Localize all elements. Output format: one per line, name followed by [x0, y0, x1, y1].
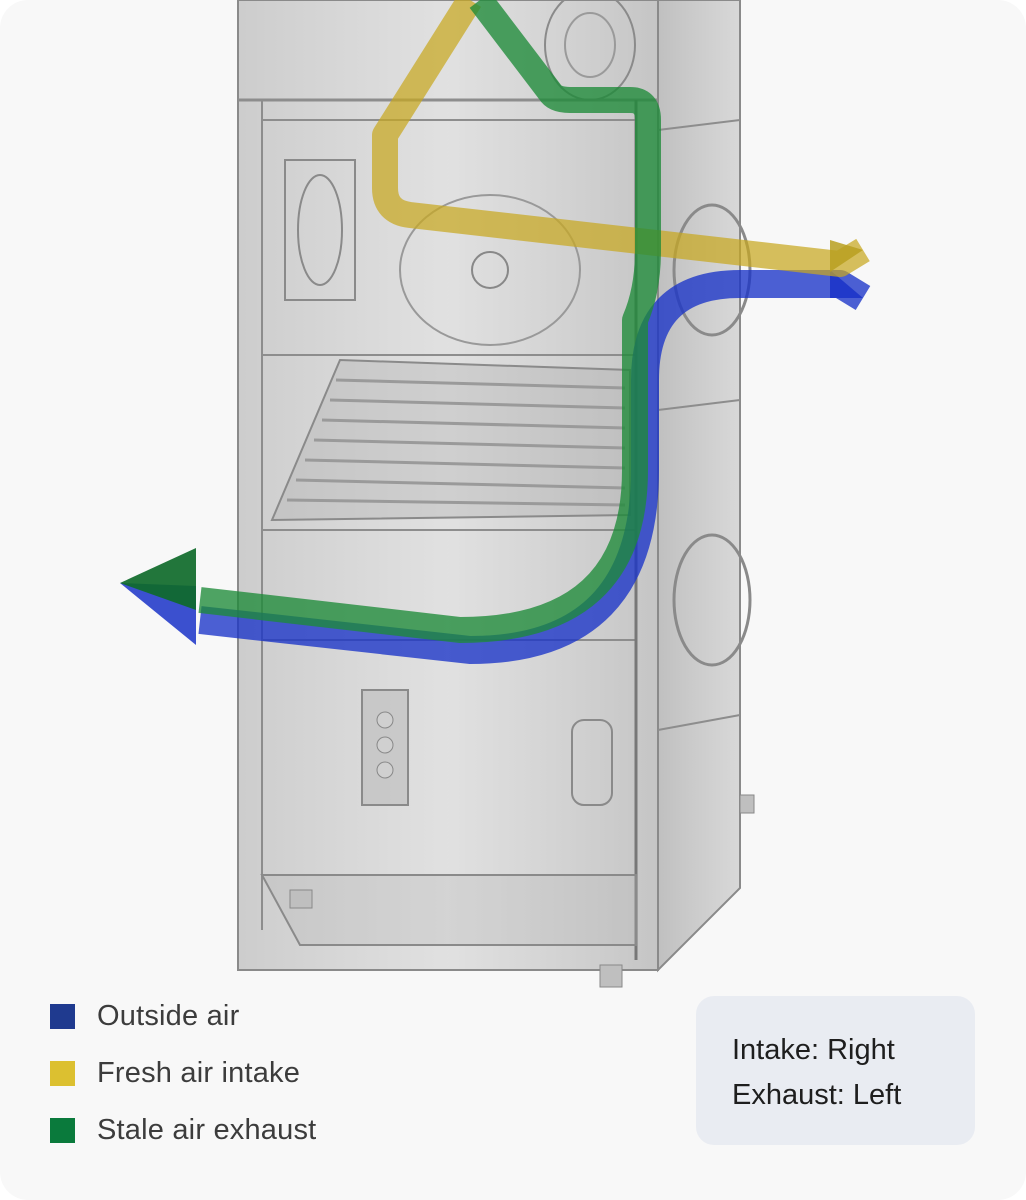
legend-label: Stale air exhaust [97, 1114, 317, 1146]
swatch-fresh-air [50, 1061, 75, 1086]
flow-direction-info: Intake: Right Exhaust: Left [696, 996, 975, 1145]
legend-item-stale-air: Stale air exhaust [50, 1102, 610, 1159]
legend: Outside air Fresh air intake Stale air e… [50, 988, 610, 1159]
fresh-air-flow [372, 0, 870, 277]
legend-item-outside-air: Outside air [50, 988, 610, 1045]
ventilation-unit-illustration [120, 0, 871, 988]
exhaust-direction: Exhaust: Left [732, 1079, 902, 1111]
unit-housing [237, 0, 755, 988]
swatch-outside-air [50, 1004, 75, 1029]
swatch-stale-air [50, 1118, 75, 1143]
intake-direction: Intake: Right [732, 1034, 895, 1066]
stale-air-flow [120, 0, 661, 643]
legend-label: Fresh air intake [97, 1057, 301, 1089]
legend-item-fresh-air: Fresh air intake [50, 1045, 610, 1102]
legend-label: Outside air [97, 1000, 240, 1032]
